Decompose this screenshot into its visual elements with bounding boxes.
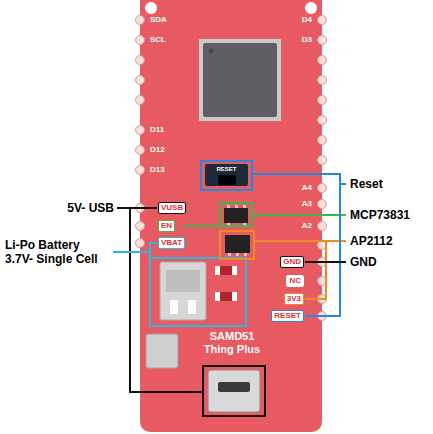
edge-pads xyxy=(136,16,327,321)
pin-name: SCL xyxy=(150,35,166,45)
pin-name: A4 xyxy=(302,183,312,193)
callout-label: MCP73831 xyxy=(350,208,410,222)
pin-name: D4 xyxy=(302,15,312,25)
pin-name: A2 xyxy=(302,221,312,231)
pin-label-box: GND xyxy=(280,256,304,268)
pin-label-box: NC xyxy=(286,275,304,287)
battery-connector xyxy=(160,262,206,320)
pin-name: VUSB xyxy=(161,203,183,213)
pin-name: D11 xyxy=(150,125,164,135)
callout-label: Li-Po Battery 3.7V- Single Cell xyxy=(5,238,108,266)
board-name: SAMD51 Thing Plus xyxy=(199,330,265,356)
microcontroller-chip xyxy=(203,43,277,117)
callout-label: GND xyxy=(350,255,377,269)
pin-name: VBAT xyxy=(161,238,182,248)
mounting-hole xyxy=(145,2,157,14)
pin-label-box: EN xyxy=(158,220,175,232)
usb-connector xyxy=(208,370,260,412)
pin-name: RESET xyxy=(274,311,301,321)
pin-name: D3 xyxy=(302,35,312,45)
pin-name: EN xyxy=(161,221,172,231)
callout-label: Reset xyxy=(350,177,383,191)
callout-label: AP2112 xyxy=(350,234,393,248)
pin-label-box: RESET xyxy=(271,310,304,322)
pin-name: A3 xyxy=(302,199,312,209)
smd-part xyxy=(215,292,237,301)
pin-name: NC xyxy=(289,276,301,286)
pin-name: 3V3 xyxy=(287,294,301,304)
callout-label: 5V- USB xyxy=(67,201,114,215)
pin-name: D13 xyxy=(150,165,165,175)
pin-label-box: VUSB xyxy=(158,202,186,214)
pin-label-box: VBAT xyxy=(158,237,185,249)
pin-name: SDA xyxy=(150,15,167,25)
pin-name: GND xyxy=(283,257,301,267)
smd-part xyxy=(215,266,237,275)
regulator-chip xyxy=(225,235,250,253)
pin-name: D12 xyxy=(150,145,165,155)
chip-pins xyxy=(199,39,281,121)
button-label: RESET xyxy=(216,166,236,173)
qwiic-connector xyxy=(146,334,178,368)
charger-chip xyxy=(224,208,248,223)
reset-button xyxy=(205,164,248,186)
leader-lines xyxy=(113,161,346,416)
pin-label-box: 3V3 xyxy=(284,293,304,305)
mounting-hole xyxy=(305,2,317,14)
